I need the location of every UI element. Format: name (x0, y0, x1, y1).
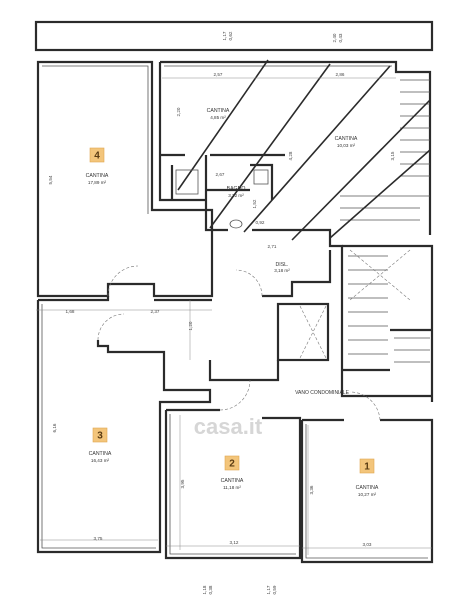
dim-312: 3,12 (230, 540, 239, 545)
dim-top-3: 2,40 (332, 33, 337, 42)
room-cantina-small: CANTINA 4,85 m² (207, 108, 230, 120)
room-area: 17,89 m² (88, 180, 107, 185)
room-name: DISL. (276, 262, 289, 268)
room-area: 3,18 m² (274, 268, 290, 273)
room-name: CANTINA (207, 108, 230, 114)
room-disl: DISL. 3,18 m² (274, 262, 290, 273)
room-area: 10,27 m² (358, 492, 377, 497)
room-name: CANTINA (221, 478, 244, 484)
dim-220: 2,20 (176, 107, 181, 116)
dim-616: 6,16 (52, 423, 57, 432)
dim-375: 3,75 (94, 536, 103, 541)
room-badge-2: 2 (229, 459, 235, 470)
room-cantina-4: 4 CANTINA 17,89 m² (86, 147, 109, 185)
room-cantina-2: 2 CANTINA 11,18 m² (221, 455, 244, 490)
dim-152: 1,52 (252, 199, 257, 208)
dim-336: 3,36 (309, 485, 314, 494)
cantina-1-walls (300, 418, 434, 564)
room-name: CANTINA (356, 485, 379, 491)
vano-condominiale-label: VANO CONDOMINIALE (295, 390, 349, 396)
room-cantina-1: 1 CANTINA 10,27 m² (356, 458, 379, 497)
stair-walls (342, 244, 434, 402)
dimension-lines (36, 77, 432, 555)
sink (253, 169, 269, 185)
vano-walls (208, 360, 432, 398)
inner-finish-lines (41, 65, 428, 559)
dim-bot-2: 0,38 (208, 585, 213, 594)
bathroom-walls (170, 163, 274, 200)
room-name: BAGNO (227, 186, 246, 192)
dim-271: 2,71 (268, 244, 277, 249)
door-swings (97, 265, 381, 421)
stairs (340, 79, 430, 363)
watermark: casa.it (194, 414, 263, 439)
diagonal-hatching (177, 59, 431, 241)
dim-428: 4,28 (288, 151, 293, 160)
dim-top-1: 1,17 (222, 31, 227, 40)
dim-303: 3,03 (363, 542, 372, 547)
dim-267: 2,67 (216, 172, 225, 177)
dim-168: 1,68 (66, 309, 75, 314)
dim-286: 2,86 (336, 72, 345, 77)
room-name: CANTINA (335, 136, 358, 142)
room-cantina-mid: CANTINA 10,03 m² (335, 136, 358, 148)
dim-120: 1,20 (188, 321, 193, 330)
outer-wall-right (160, 60, 432, 235)
dim-395: 3,95 (180, 479, 185, 488)
room-area: 3,32 m² (228, 193, 244, 198)
room-bagno: BAGNO 3,32 m² (227, 186, 246, 198)
upper-room-walls (158, 62, 344, 370)
dim-top-2: 0,62 (228, 31, 233, 40)
toilet (229, 219, 243, 229)
room-area: 16,43 m² (91, 458, 110, 463)
dim-315: 3,15 (390, 151, 395, 160)
room-cantina-3: 3 CANTINA 16,43 m² (89, 427, 112, 463)
dim-top-4: 0,43 (338, 33, 343, 42)
top-strip (34, 20, 434, 52)
room-name: CANTINA (86, 173, 109, 179)
room-badge-4: 4 (94, 151, 100, 162)
elevator-shaft (276, 302, 330, 362)
room-name: CANTINA (89, 451, 112, 457)
dim-bot-4: 0,59 (272, 585, 277, 594)
dim-554: 5,54 (48, 175, 53, 184)
dim-bot-1: 1,18 (202, 585, 207, 594)
shower-tray (175, 169, 199, 195)
dimension-texts: 1,17 0,62 2,40 0,43 2,57 2,86 2,20 4,28 … (48, 31, 395, 594)
corridor-walls (38, 250, 332, 302)
dim-092: 0,92 (256, 220, 265, 225)
dim-bot-3: 1,17 (266, 585, 271, 594)
room-area: 11,18 m² (223, 485, 241, 490)
outer-wall (36, 60, 214, 298)
room-badge-1: 1 (364, 462, 370, 473)
cantina-2-walls (164, 408, 302, 560)
room-badge-3: 3 (97, 431, 103, 442)
room-area: 4,85 m² (210, 115, 226, 120)
dim-237: 2,37 (151, 309, 160, 314)
dim-257: 2,57 (214, 72, 223, 77)
cantina-3-walls (36, 300, 212, 554)
room-area: 10,03 m² (337, 143, 356, 148)
